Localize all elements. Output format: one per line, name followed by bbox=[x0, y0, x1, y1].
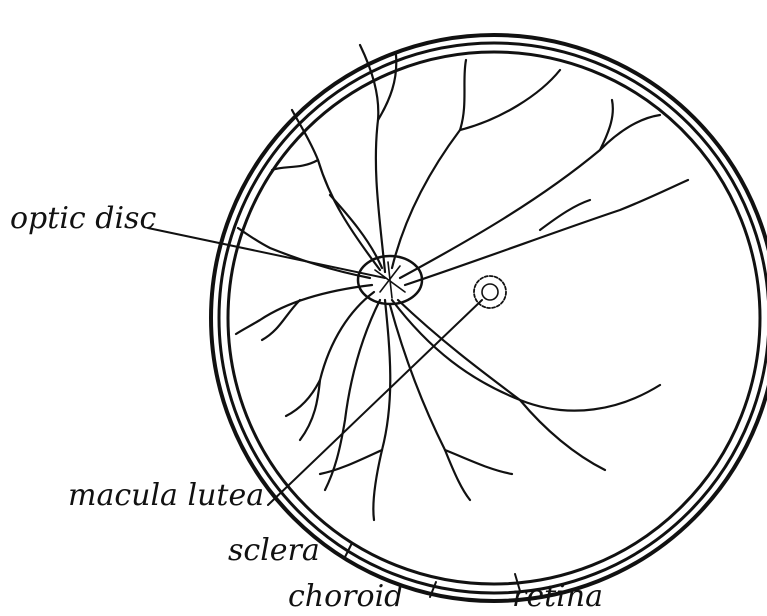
optic-disc-shape bbox=[358, 256, 422, 304]
retina-ring bbox=[228, 52, 760, 584]
label-choroid: choroid bbox=[288, 579, 403, 614]
macula-lutea-leader bbox=[268, 300, 482, 505]
label-sclera: sclera bbox=[228, 533, 320, 568]
optic-disc-leader bbox=[148, 228, 385, 278]
label-optic-disc: optic disc bbox=[10, 201, 156, 236]
retinal-vessels bbox=[236, 45, 688, 520]
label-macula-lutea: macula lutea bbox=[68, 478, 264, 513]
label-retina: retina bbox=[512, 579, 603, 614]
